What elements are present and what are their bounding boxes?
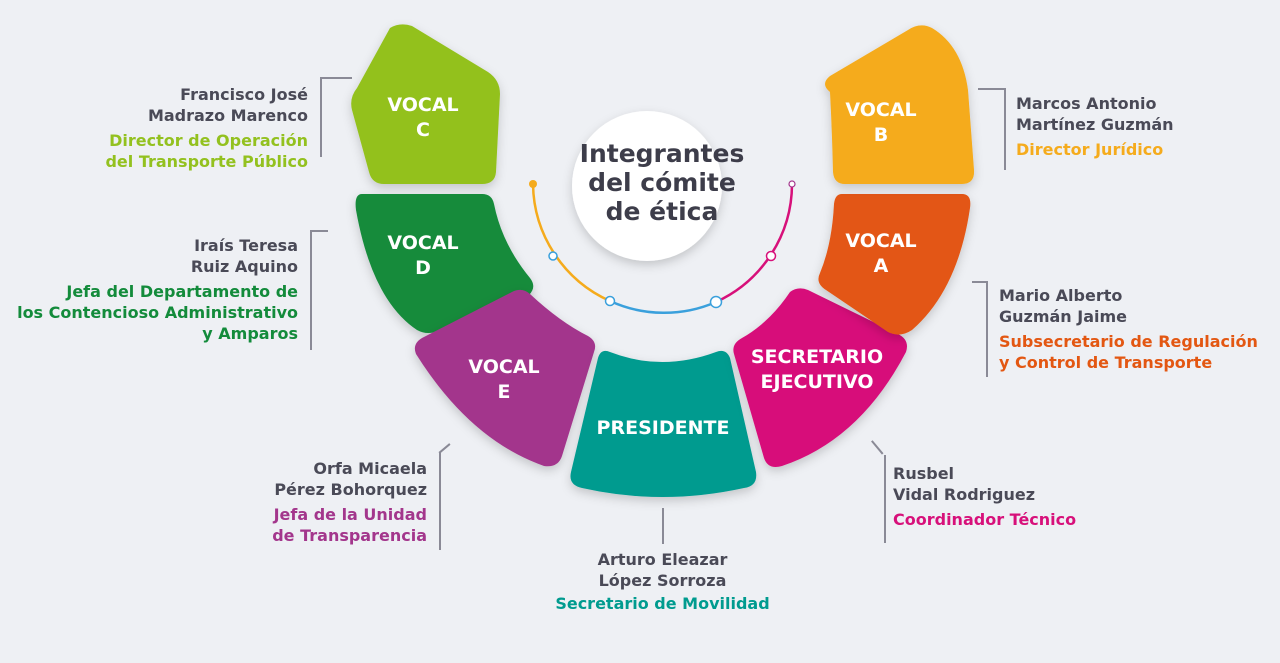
center-circle: Integrantes del cómite de ética — [572, 111, 744, 261]
segment-label: VOCAL — [387, 94, 458, 116]
segment-shape — [818, 194, 971, 335]
segment-vocal-e: VOCAL E — [414, 289, 596, 467]
segment-shape — [351, 24, 500, 185]
arc-dot — [709, 295, 723, 309]
segment-secretario: SECRETARIO EJECUTIVO — [733, 288, 907, 467]
leader-line — [972, 281, 987, 283]
arc-dot — [529, 180, 537, 188]
member-role: y Amparos — [202, 324, 298, 343]
leader-line — [320, 77, 322, 157]
member-vocal-e: Orfa Micaela Pérez Bohorquez Jefa de la … — [272, 458, 427, 546]
center-title-line: del cómite — [588, 168, 736, 197]
member-name: Francisco José — [180, 85, 308, 104]
segment-label: E — [498, 381, 511, 403]
member-vocal-b: Marcos Antonio Martínez Guzmán Director … — [1016, 93, 1174, 160]
leader-line — [884, 455, 886, 543]
member-name: López Sorroza — [598, 571, 727, 590]
member-name: Martínez Guzmán — [1016, 115, 1174, 134]
member-name: Vidal Rodriguez — [893, 485, 1036, 504]
segment-label: C — [416, 119, 430, 141]
member-role: Jefa de la Unidad — [273, 505, 427, 524]
member-role: del Transporte Público — [105, 152, 308, 171]
member-role: de Transparencia — [272, 526, 427, 545]
center-title-line: de ética — [606, 197, 719, 226]
leader-line — [310, 230, 312, 350]
arc-dot — [765, 250, 777, 262]
segment-label: PRESIDENTE — [597, 417, 730, 439]
segment-label: SECRETARIO — [751, 346, 883, 368]
segment-label: VOCAL — [387, 232, 458, 254]
segment-vocal-d: VOCAL D — [355, 194, 534, 333]
segment-vocal-b: VOCAL B — [825, 25, 975, 184]
segment-label: D — [415, 257, 431, 279]
segment-shape — [355, 194, 534, 333]
member-role: Director Jurídico — [1016, 140, 1164, 159]
member-name: Arturo Eleazar — [597, 550, 728, 569]
segment-vocal-a: VOCAL A — [818, 194, 971, 335]
leader-line — [439, 452, 441, 550]
leader-line — [320, 77, 352, 79]
member-name: Marcos Antonio — [1016, 94, 1157, 113]
member-name: Pérez Bohorquez — [274, 480, 427, 499]
segment-vocal-c: VOCAL C — [351, 24, 500, 185]
member-name: Iraís Teresa — [194, 236, 298, 255]
member-role: Jefa del Departamento de — [66, 282, 298, 301]
member-role: y Control de Transporte — [999, 353, 1213, 372]
member-name: Guzmán Jaime — [999, 307, 1128, 326]
segment-shape — [570, 350, 757, 497]
leader-line — [978, 88, 1005, 90]
member-vocal-c: Francisco José Madrazo Marenco Director … — [105, 84, 308, 172]
arc-dot — [788, 180, 796, 188]
center-title-line: Integrantes — [580, 139, 745, 168]
segment-label: A — [874, 255, 889, 277]
member-name: Orfa Micaela — [313, 459, 427, 478]
decorative-arc — [529, 180, 796, 315]
leader-line — [986, 281, 988, 377]
member-name: Rusbel — [893, 464, 955, 483]
segment-shape — [825, 25, 975, 184]
segment-shape — [733, 288, 907, 467]
member-role: Coordinador Técnico — [893, 510, 1077, 529]
member-secretario: Rusbel Vidal Rodriguez Coordinador Técni… — [893, 463, 1076, 530]
member-presidente: Arturo Eleazar López Sorroza Secretario … — [540, 549, 785, 614]
member-role: Subsecretario de Regulación — [999, 332, 1258, 351]
member-role: Director de Operación — [109, 131, 308, 150]
member-name: Ruiz Aquino — [190, 257, 298, 276]
leader-line — [310, 230, 328, 232]
segment-label: VOCAL — [845, 99, 916, 121]
segment-presidente: PRESIDENTE — [570, 350, 757, 497]
member-vocal-a: Mario Alberto Guzmán Jaime Subsecretario… — [999, 285, 1258, 373]
segment-label: VOCAL — [468, 356, 539, 378]
segment-label: EJECUTIVO — [761, 371, 874, 393]
member-name: Mario Alberto — [999, 286, 1123, 305]
arc-dot — [604, 295, 616, 307]
member-role: los Contencioso Administrativo — [17, 303, 298, 322]
leader-line — [662, 508, 664, 544]
arc-dot — [548, 251, 558, 261]
segment-shape — [414, 289, 596, 467]
segment-label: VOCAL — [845, 230, 916, 252]
member-name: Madrazo Marenco — [147, 106, 308, 125]
member-role: Secretario de Movilidad — [555, 594, 770, 613]
leader-line — [1004, 88, 1006, 170]
member-vocal-d: Iraís Teresa Ruiz Aquino Jefa del Depart… — [17, 235, 298, 344]
segment-label: B — [874, 124, 888, 146]
